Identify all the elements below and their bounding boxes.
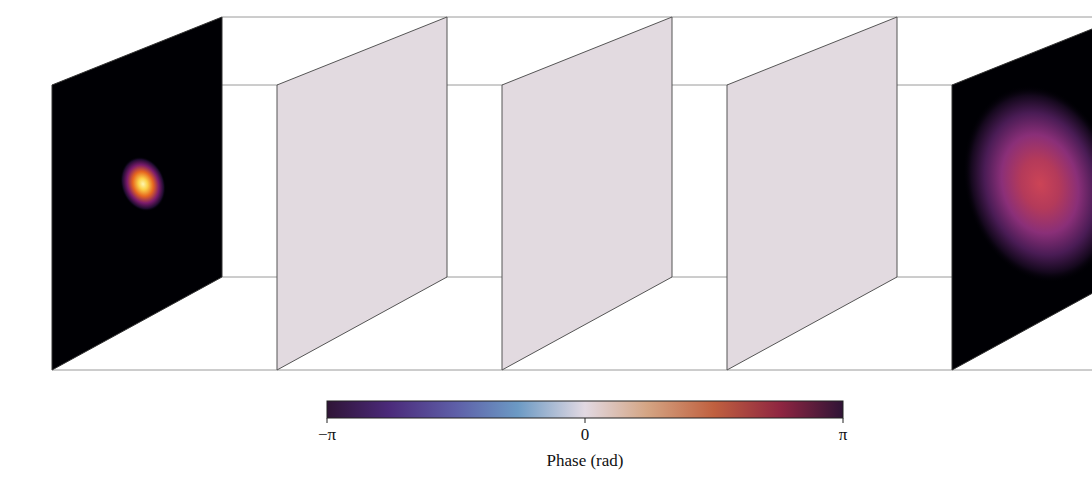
- phase-colorbar: [327, 401, 843, 423]
- axis-label: Phase (rad): [547, 452, 624, 471]
- phase-plates: [277, 17, 897, 370]
- box-edges: [52, 17, 1092, 370]
- tick-label: −π: [318, 426, 336, 445]
- input-beam-plane: [52, 17, 222, 370]
- output-beam-plane: [942, 17, 1092, 370]
- tick-label: 0: [581, 426, 590, 445]
- tick-label: π: [839, 426, 848, 445]
